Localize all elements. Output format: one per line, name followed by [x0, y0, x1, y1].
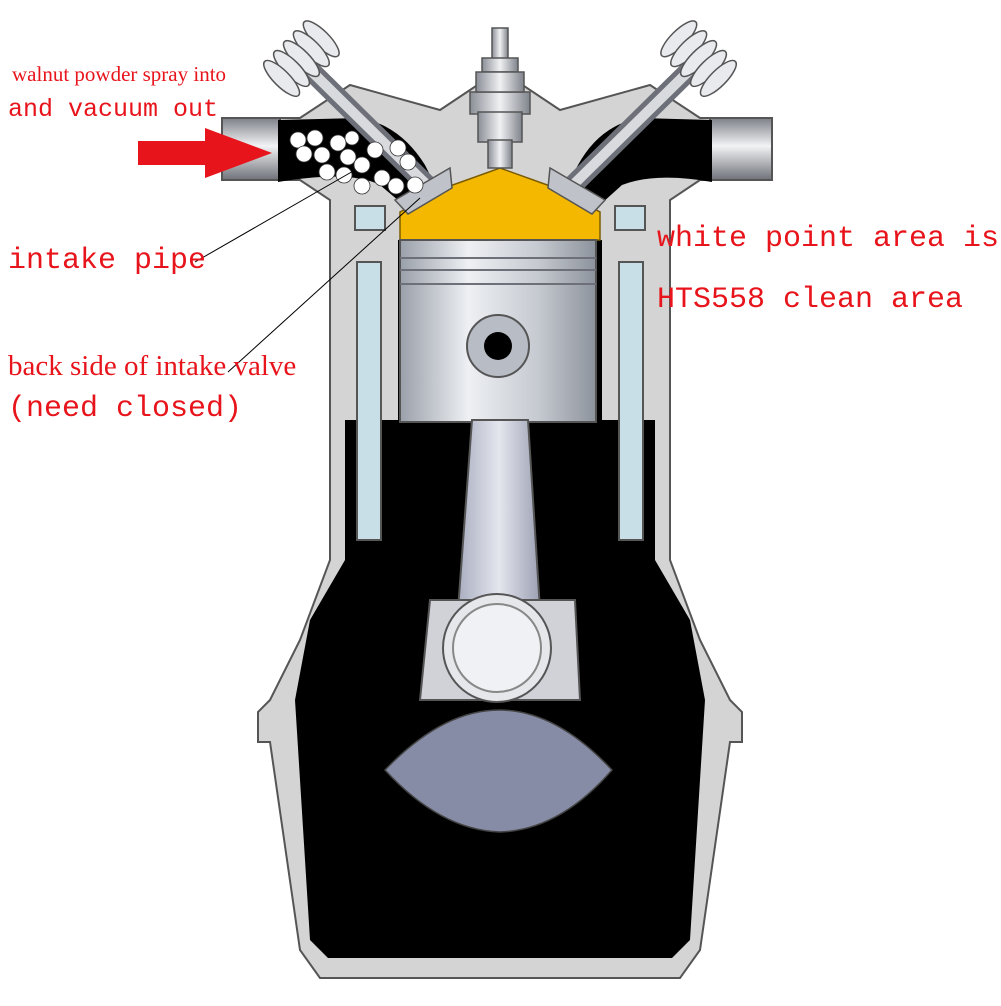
exhaust-valve-icon — [547, 20, 738, 215]
walnut-powder-label-line1: walnut powder spray into — [12, 62, 227, 86]
white-point-area-label: white point area is — [657, 222, 1000, 256]
walnut-powder-label-line2: and vacuum out — [8, 95, 219, 124]
intake-pipe-label: intake pipe — [8, 244, 207, 278]
flow-arrow-icon — [138, 128, 272, 178]
coolant-passages — [354, 205, 646, 541]
leader-lines — [194, 169, 421, 373]
walnut-powder-points — [289, 129, 424, 195]
intake-valve-back-label: back side of intake valve — [8, 350, 297, 382]
hts558-clean-area-label: HTS558 clean area — [657, 283, 964, 317]
crankshaft-icon — [383, 593, 614, 833]
piston-icon — [399, 239, 597, 423]
need-closed-label: (need closed) — [8, 392, 243, 426]
exhaust-port — [562, 117, 773, 212]
spark-plug-icon — [469, 27, 531, 169]
